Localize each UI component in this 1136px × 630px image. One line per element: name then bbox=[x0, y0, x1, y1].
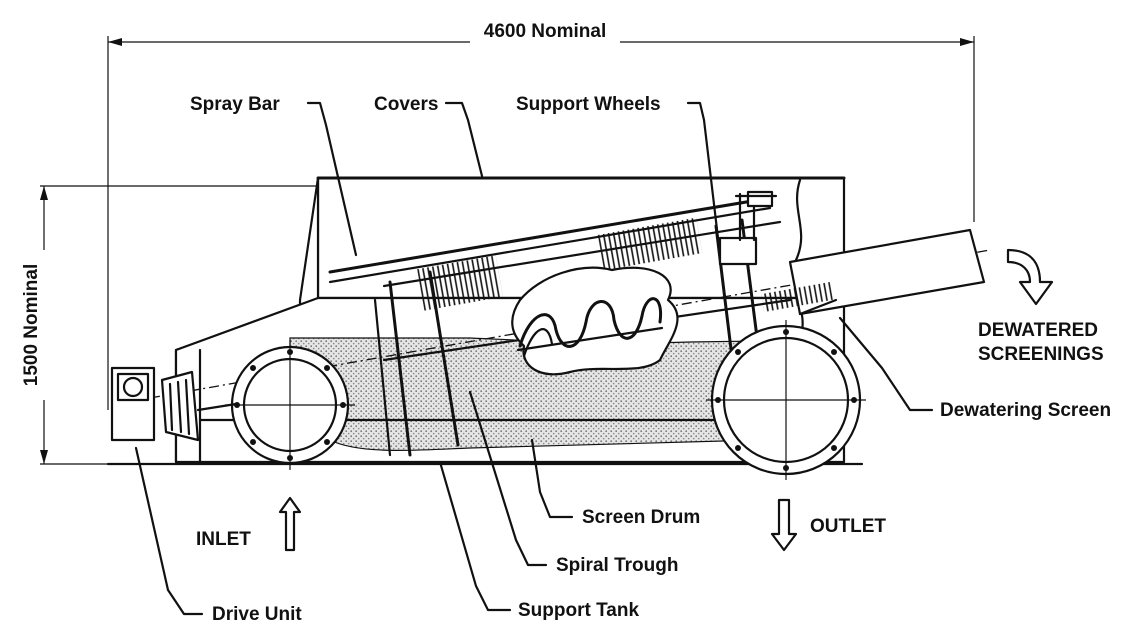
height-dimension-label: 1500 Nominal bbox=[21, 264, 42, 387]
label-support-wheels: Support Wheels bbox=[516, 94, 661, 115]
label-drive-unit: Drive Unit bbox=[212, 604, 302, 625]
spiral-cutaway bbox=[511, 266, 679, 376]
outlet-flange bbox=[706, 320, 866, 480]
label-outlet: OUTLET bbox=[810, 516, 886, 537]
label-spray-bar: Spray Bar bbox=[190, 94, 280, 115]
label-dewatered-1: DEWATERED bbox=[978, 320, 1098, 341]
height-dimension: 1500 Nominal bbox=[21, 185, 318, 465]
width-dimension-label: 4600 Nominal bbox=[484, 21, 607, 42]
label-support-tank: Support Tank bbox=[518, 600, 639, 621]
label-dewatered-2: SCREENINGS bbox=[978, 344, 1104, 365]
drive-unit bbox=[110, 366, 238, 442]
discharge-tube bbox=[760, 228, 986, 316]
label-inlet: INLET bbox=[196, 529, 251, 550]
label-screen-drum: Screen Drum bbox=[582, 507, 700, 528]
label-spiral-trough: Spiral Trough bbox=[556, 555, 678, 576]
label-dewatering-screen: Dewatering Screen bbox=[940, 400, 1111, 421]
inlet-flange bbox=[225, 340, 355, 470]
leader-lines bbox=[134, 101, 934, 616]
support-wheel-assembly bbox=[718, 190, 778, 266]
curved-arrow-down-icon bbox=[1006, 248, 1054, 306]
arrow-up-icon bbox=[278, 496, 302, 552]
label-covers: Covers bbox=[374, 94, 438, 115]
width-dimension: 4600 Nominal bbox=[107, 21, 975, 410]
arrow-down-icon bbox=[770, 498, 798, 552]
